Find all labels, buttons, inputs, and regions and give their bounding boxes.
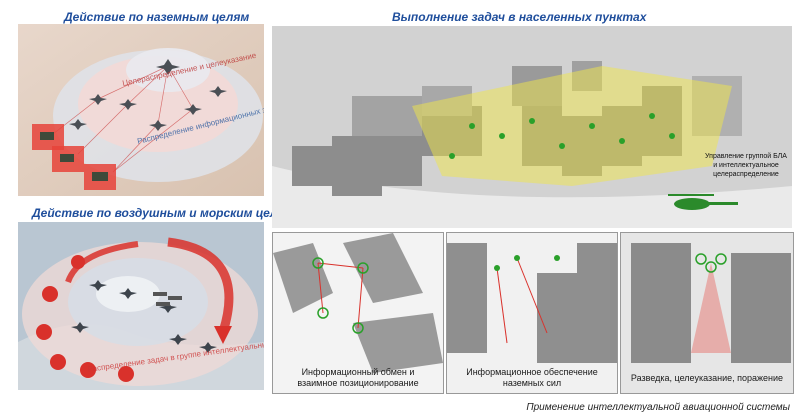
air-sea-targets-illustration: Распределение задач в группе интеллектуа… (18, 222, 264, 390)
city-illustration (272, 26, 792, 228)
ground-target-markers (32, 124, 116, 190)
helicopter-icon (668, 194, 738, 210)
ground-support-panel: Информационное обеспечение наземных сил (446, 232, 618, 394)
uav-group (69, 59, 227, 131)
attack-arrow-1-head (214, 326, 232, 344)
uav-icons (312, 257, 369, 334)
street-illustration (273, 233, 443, 393)
urban-main-panel: Управление группой БЛА и интеллектуально… (272, 26, 792, 228)
enemy-target-markers (36, 255, 134, 382)
recon-strike-caption: Разведка, целеуказание, поражение (630, 373, 784, 383)
ground-support-caption: Информационное обеспечение наземных сил (466, 367, 598, 388)
figure-caption: Применение интеллектуальной авиационной … (526, 402, 790, 413)
urban-callout: Управление группой БЛА и интеллектуально… (705, 153, 787, 178)
uav-icons (695, 253, 727, 273)
urban-tasks-title: Выполнение задач в населенных пунктах (392, 10, 647, 24)
ship-group (153, 292, 182, 306)
ground-targets-title: Действие по наземным целям (64, 10, 250, 24)
air-sea-targets-title: Действие по воздушным и морским целям (32, 206, 294, 220)
operation-zone (412, 66, 732, 186)
uav-group (71, 280, 217, 353)
alley-illustration (447, 233, 617, 393)
info-exchange-caption: Информационный обмен и взаимное позицион… (297, 367, 419, 388)
info-exchange-panel: Информационный обмен и взаимное позицион… (272, 232, 444, 394)
attack-arrow-2 (65, 241, 139, 284)
attack-arrow-1 (167, 237, 234, 334)
recon-illustration (621, 233, 793, 393)
ground-targets-illustration: Распределение информационных задач Целер… (18, 24, 264, 196)
air-sea-targets-panel: Распределение задач в группе интеллектуа… (18, 222, 264, 390)
uav-swarm (449, 113, 675, 159)
recon-strike-panel: Разведка, целеуказание, поражение (620, 232, 794, 394)
recon-beam (691, 263, 731, 353)
ground-targets-panel: Распределение информационных задач Целер… (18, 24, 264, 196)
